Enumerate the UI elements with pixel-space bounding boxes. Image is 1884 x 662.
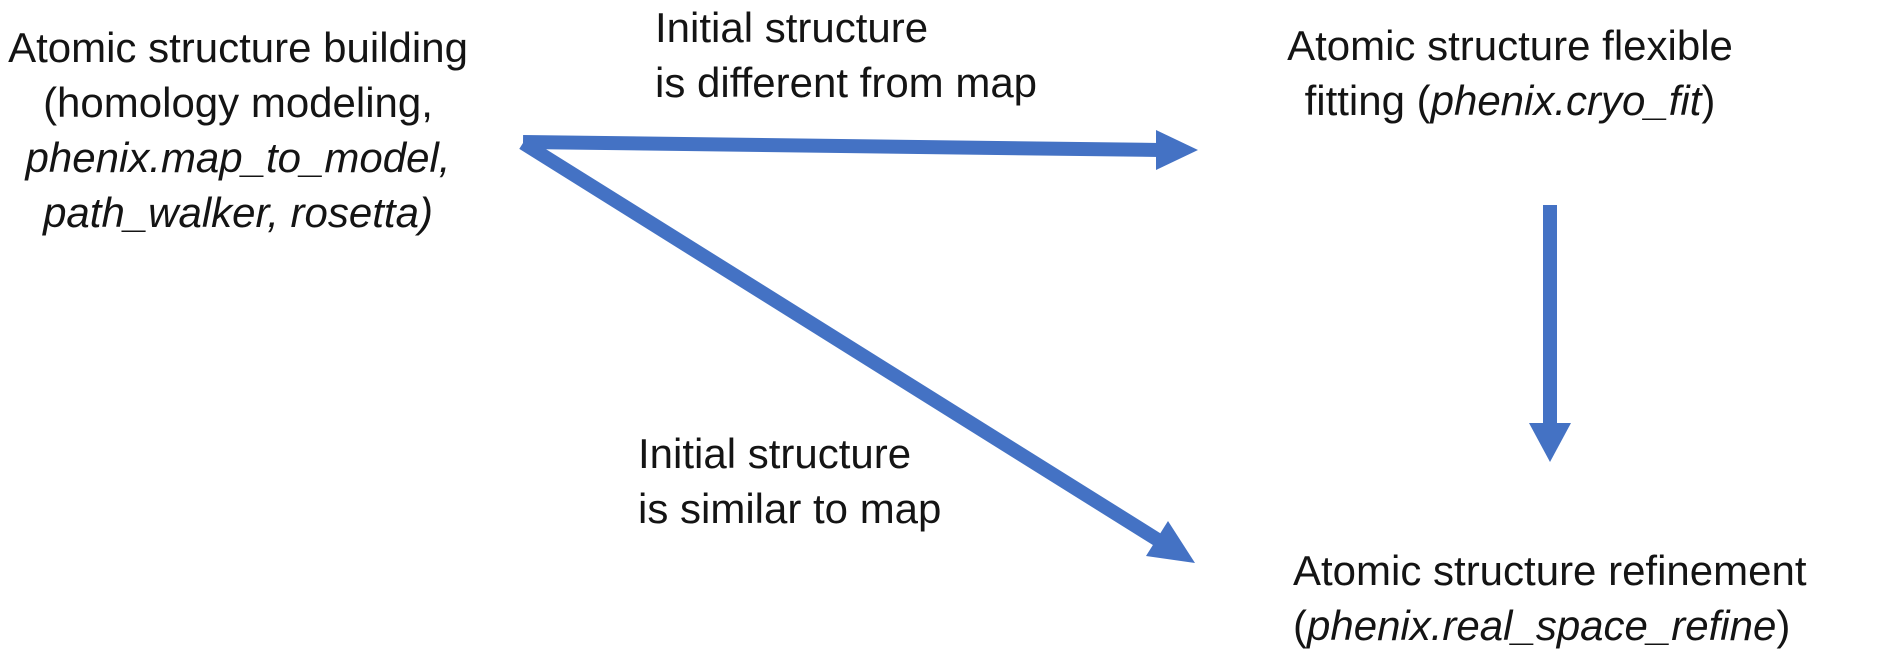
- node-structure-building-line1: Atomic structure building: [8, 24, 468, 71]
- node-structure-building-line4: path_walker, rosetta): [43, 189, 433, 236]
- arrow-fitting-to-refinement: [1529, 205, 1571, 462]
- edge-label-similar-line1: Initial structure: [638, 430, 912, 477]
- arrow-building-to-refinement-shaft: [519, 137, 1162, 546]
- node-structure-refinement-line2-suffix: ): [1776, 602, 1791, 649]
- arrow-building-to-fitting: [522, 130, 1198, 170]
- edge-label-different-from-map: Initial structure is different from map: [655, 0, 1037, 110]
- node-structure-refinement: Atomic structure refinement (phenix.real…: [1293, 543, 1807, 653]
- node-structure-refinement-line2-prefix: (: [1293, 602, 1307, 649]
- node-flexible-fitting-line2-suffix: ): [1701, 77, 1716, 124]
- node-flexible-fitting-tool: phenix.cryo_fit: [1430, 77, 1702, 124]
- arrow-fitting-to-refinement-head: [1529, 423, 1571, 462]
- node-flexible-fitting-line2: fitting (phenix.cryo_fit): [1280, 73, 1740, 128]
- node-flexible-fitting: Atomic structure flexible fitting (pheni…: [1280, 18, 1740, 128]
- edge-label-similar-line2: is similar to map: [638, 485, 942, 532]
- edge-label-different-line2: is different from map: [655, 59, 1038, 106]
- node-flexible-fitting-line1: Atomic structure flexible: [1287, 22, 1733, 69]
- node-structure-building-line3: phenix.map_to_model,: [25, 134, 451, 181]
- arrow-building-to-fitting-head: [1156, 130, 1198, 170]
- arrow-building-to-refinement: [519, 137, 1195, 563]
- node-structure-refinement-line1: Atomic structure refinement: [1293, 547, 1807, 594]
- edge-label-different-line1: Initial structure: [655, 4, 929, 51]
- edge-label-similar-to-map: Initial structure is similar to map: [638, 426, 941, 536]
- arrow-building-to-refinement-head: [1146, 521, 1195, 563]
- arrow-building-to-fitting-shaft: [522, 135, 1161, 157]
- node-structure-building: Atomic structure building (homology mode…: [8, 20, 468, 240]
- node-structure-refinement-tool: phenix.real_space_refine: [1307, 602, 1777, 649]
- node-structure-refinement-line2: (phenix.real_space_refine): [1293, 598, 1790, 653]
- node-flexible-fitting-line2-prefix: fitting (: [1304, 77, 1431, 124]
- node-structure-building-line2: (homology modeling,: [43, 79, 433, 126]
